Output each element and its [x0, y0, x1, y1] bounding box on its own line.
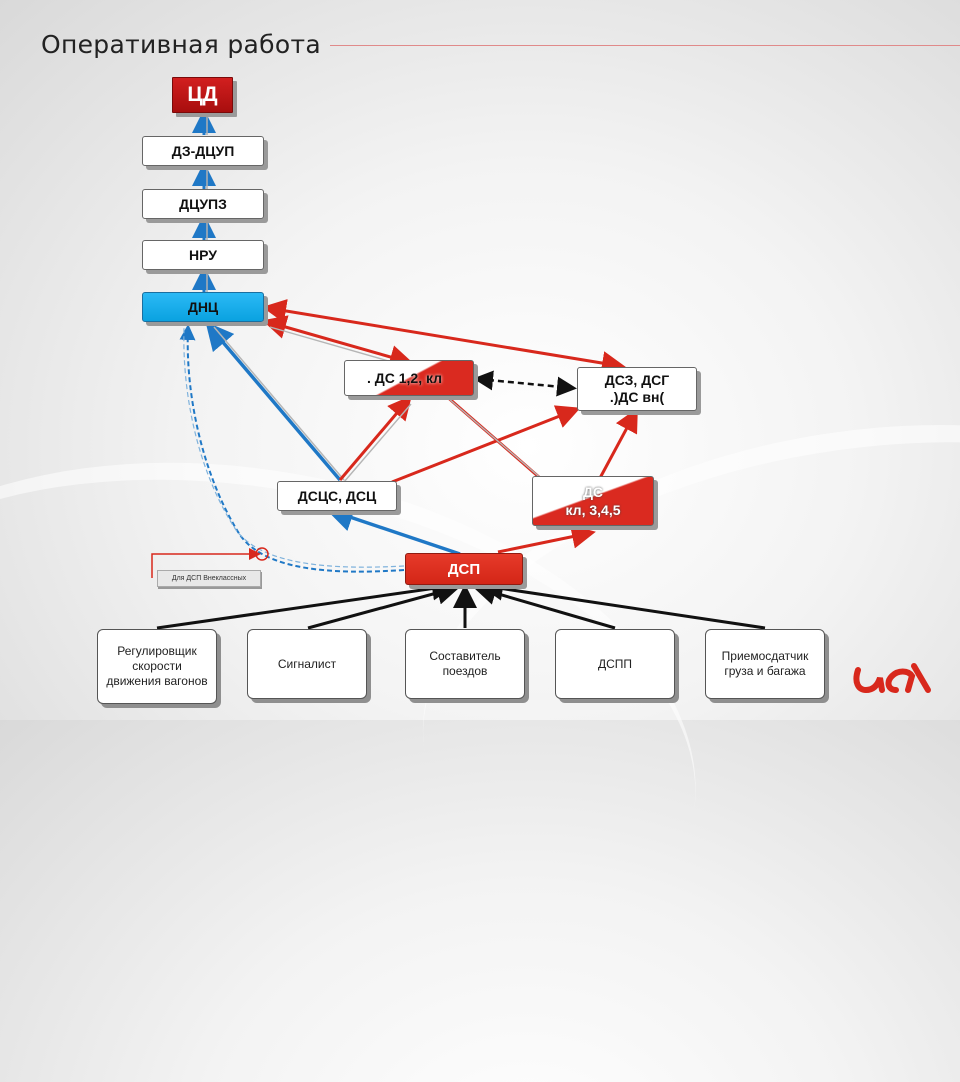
node-ds12[interactable]: . ДС 1,2, кл: [344, 360, 474, 396]
arrow-dscs-to-ds12: [338, 395, 412, 481]
worker-regulirovshchik-label: Регулировщик скорости движения вагонов: [106, 644, 208, 688]
node-nru-label: НРУ: [189, 247, 217, 263]
worker-sostavitel-label: Составитель поездов: [429, 649, 501, 678]
diagram-edges: [151, 109, 766, 630]
node-dsz-dsg[interactable]: ДСЗ, ДСГ .)ДС вн(: [577, 367, 697, 411]
node-ds345-label-2: кл, 3,4,5: [565, 502, 621, 518]
worker-dspp[interactable]: ДСПП: [555, 629, 675, 699]
node-dz-dcup-label: ДЗ-ДЦУП: [171, 143, 235, 159]
node-dnc-label: ДНЦ: [187, 299, 219, 315]
worker-signalist[interactable]: Сигналист: [247, 629, 367, 699]
dashed-arrow-ds12-dszdsg: [473, 370, 577, 397]
node-dz-dcup[interactable]: ДЗ-ДЦУП: [142, 136, 264, 166]
worker-regulirovshchik[interactable]: Регулировщик скорости движения вагонов: [97, 629, 217, 704]
arrow-dscs-to-dnc: [205, 321, 342, 482]
node-dnc[interactable]: ДНЦ: [142, 292, 264, 322]
node-ds345[interactable]: ДС кл, 3,4,5: [532, 476, 654, 526]
arrow-regulirovshchik-to-dsp: [156, 576, 456, 630]
node-dsz-dsg-label-2: .)ДС вн(: [609, 389, 665, 405]
note-pointer-arrow: [151, 548, 261, 578]
arrow-ds345-to-dszdsg: [598, 407, 638, 479]
node-cd-label: ЦД: [187, 83, 218, 106]
node-dsp[interactable]: ДСП: [405, 553, 523, 585]
node-dcupz[interactable]: ДЦУПЗ: [142, 189, 264, 219]
worker-dspp-label: ДСПП: [597, 656, 633, 671]
worker-priemosdatchik[interactable]: Приемосдатчик груза и багажа: [705, 629, 825, 699]
node-dsz-dsg-label-1: ДСЗ, ДСГ: [604, 372, 670, 388]
arrow-dnc-dszdsg: [262, 299, 626, 375]
node-dcupz-label: ДЦУПЗ: [179, 196, 227, 212]
node-nru[interactable]: НРУ: [142, 240, 264, 270]
rzd-logo-icon: [853, 663, 931, 694]
dashed-arrow-dsp-to-dnc: [179, 324, 405, 573]
node-cd[interactable]: ЦД: [172, 77, 233, 113]
node-ds12-label: . ДС 1,2, кл: [367, 370, 443, 386]
node-dscs-label: ДСЦС, ДСЦ: [297, 488, 377, 504]
worker-priemosdatchik-label: Приемосдатчик груза и багажа: [721, 649, 809, 678]
page-title: Оперативная работа: [41, 30, 321, 59]
arrow-dsp-to-dscs: [325, 504, 461, 556]
worker-signalist-label: Сигналист: [277, 656, 337, 671]
title-underline: [330, 45, 960, 46]
arrow-dscs-to-dszdsg: [391, 405, 581, 484]
note-dsp-vneklassnyh: Для ДСП Внеклассных: [157, 570, 261, 587]
node-ds345-label-1: ДС: [582, 484, 604, 500]
arrow-priemosdatchik-to-dsp: [479, 576, 766, 630]
node-dsp-label: ДСП: [447, 560, 481, 578]
worker-sostavitel[interactable]: Составитель поездов: [405, 629, 525, 699]
arrow-signalist-to-dsp: [307, 581, 461, 630]
arrow-dsp-to-ds345: [497, 524, 596, 554]
node-dscs[interactable]: ДСЦС, ДСЦ: [277, 481, 397, 511]
